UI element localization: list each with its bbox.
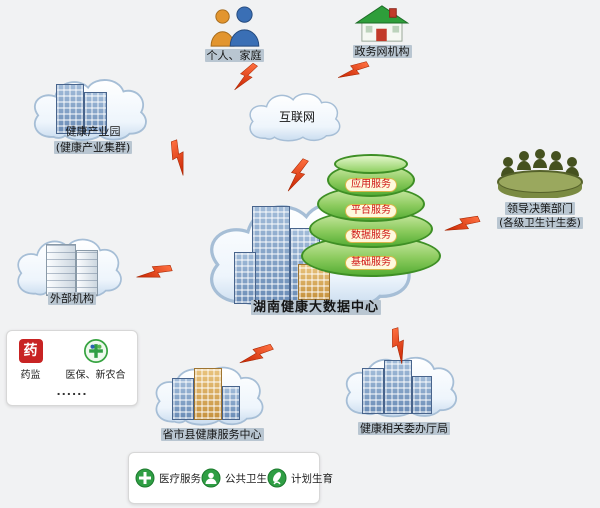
service-center-building-orange <box>194 368 222 420</box>
government-label: 政务网机构 <box>352 45 412 58</box>
stack-cap <box>334 154 408 174</box>
layer-label: 应用服务 <box>345 178 397 192</box>
industry-park-sublabel: (健康产业集群) <box>53 141 133 154</box>
public-health-label: 公共卫生 <box>225 472 267 485</box>
family-planning-icon <box>267 468 287 488</box>
services-panel: 医疗服务 公共卫生 计划生育 <box>128 452 333 504</box>
drug-admin-label: 药监 <box>20 370 41 381</box>
service-layer-stack: 应用服务 平台服务 数据服务 基础服务 <box>300 154 442 284</box>
external-panel: 药 药监 医保、新农合 ...... <box>6 330 138 406</box>
medical-insurance-icon <box>83 339 108 363</box>
external-item-insurance: 医保、新农合 <box>66 339 126 381</box>
conference-icon <box>492 146 588 199</box>
government-building-icon <box>352 2 410 44</box>
individuals-label: 个人、家庭 <box>204 49 264 62</box>
related-building <box>384 360 412 414</box>
layer-label: 基础服务 <box>345 256 397 270</box>
service-public-health: 公共卫生 <box>201 468 267 488</box>
service-center-building <box>172 378 194 420</box>
decision-label: 领导决策部门 <box>505 202 575 215</box>
medical-service-label: 医疗服务 <box>159 472 201 485</box>
service-center-label: 省市县健康服务中心 <box>160 428 264 441</box>
individuals-icon <box>202 6 266 48</box>
layer-data: 数据服务 <box>309 210 433 248</box>
service-medical: 医疗服务 <box>135 468 201 488</box>
layer-label: 平台服务 <box>345 204 397 218</box>
medical-service-icon <box>135 468 155 488</box>
industry-park-label: 健康产业园 <box>65 125 121 138</box>
medical-insurance-label: 医保、新农合 <box>65 370 126 381</box>
drug-admin-icon: 药 <box>18 339 43 363</box>
center-building-tall <box>252 206 290 304</box>
external-label: 外部机构 <box>48 292 96 305</box>
related-building <box>412 376 432 414</box>
related-label: 健康相关委办厅局 <box>358 422 450 435</box>
center-building-orange <box>298 264 330 300</box>
layer-label: 数据服务 <box>345 229 397 243</box>
family-planning-label: 计划生育 <box>291 472 333 485</box>
center-title: 湖南健康大数据中心 <box>250 300 381 315</box>
service-center-building <box>222 386 240 420</box>
external-item-drug: 药 药监 <box>18 339 43 381</box>
internet-label: 互联网 <box>278 110 315 124</box>
external-more-dots: ...... <box>56 385 88 398</box>
industry-park-building <box>56 84 84 134</box>
lightning-external-center <box>134 252 177 294</box>
layer-basic: 基础服务 <box>301 235 441 277</box>
center-building-small <box>234 252 256 304</box>
lightning-decision-center <box>442 204 484 247</box>
external-server-icon <box>46 244 76 296</box>
service-family-planning: 计划生育 <box>267 468 333 488</box>
industry-park-building <box>84 92 107 134</box>
decision-sublabel: (各级卫生计生委) <box>497 217 583 229</box>
related-building <box>362 368 384 414</box>
public-health-icon <box>201 468 221 488</box>
